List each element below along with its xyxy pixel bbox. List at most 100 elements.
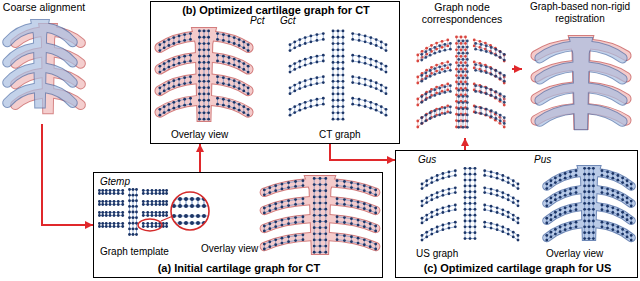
graph-node — [316, 82, 319, 85]
graph-node — [165, 203, 168, 206]
graph-node — [375, 60, 378, 63]
graph-node — [319, 239, 322, 242]
graph-node — [183, 104, 186, 107]
graph-node — [517, 204, 520, 207]
graph-node — [474, 208, 477, 211]
graph-node — [155, 214, 158, 217]
graph-node — [304, 85, 307, 88]
graph-node — [364, 40, 367, 43]
graph-node — [155, 200, 158, 203]
cartilage-graph — [98, 188, 168, 236]
rib-outline — [7, 88, 34, 103]
graph-node — [313, 226, 316, 229]
graph-node — [158, 108, 161, 111]
graph-node — [105, 211, 108, 214]
graph-node — [298, 103, 301, 106]
graph-node — [172, 101, 175, 104]
graph-node — [350, 186, 353, 189]
graph-node — [287, 235, 290, 238]
graph-node — [336, 197, 339, 200]
rib-outline — [160, 36, 197, 48]
graph-node — [507, 211, 510, 214]
graph-node — [162, 189, 165, 192]
graph-node — [375, 81, 378, 84]
graph-node — [441, 189, 444, 192]
graph-node — [336, 202, 339, 205]
graph-node — [337, 111, 340, 114]
graph-node — [298, 60, 301, 63]
graph-node — [132, 222, 135, 225]
graph-node — [228, 99, 231, 102]
graph-node — [322, 81, 325, 84]
graph-node — [128, 227, 131, 230]
graph-node — [302, 179, 305, 182]
graph-node — [374, 225, 377, 228]
graph-node — [454, 169, 457, 172]
graph-node — [380, 46, 383, 49]
graph-node — [121, 192, 124, 195]
graph-node — [448, 227, 451, 230]
graph-node — [207, 30, 210, 33]
graph-node — [332, 93, 335, 96]
graph-node — [343, 239, 346, 242]
sternum-outline — [31, 20, 49, 107]
rib-outline — [596, 189, 631, 203]
graph-node — [151, 214, 154, 217]
graph-node — [469, 220, 472, 223]
graph-node — [385, 65, 388, 68]
graph-node — [319, 245, 322, 248]
graph-node — [421, 222, 424, 225]
graph-node — [207, 48, 210, 51]
graph-node — [228, 78, 231, 81]
graph-node — [464, 214, 467, 217]
graph-node — [357, 201, 360, 204]
graph-node — [474, 179, 477, 182]
graph-node — [302, 197, 305, 200]
graph-node — [501, 226, 504, 229]
graph-node — [247, 65, 250, 68]
graph-node — [281, 183, 284, 186]
graph-node — [304, 64, 307, 67]
graph-node — [448, 192, 451, 195]
graph-node — [105, 222, 108, 225]
rib-outline — [547, 172, 582, 186]
graph-node — [135, 233, 138, 236]
graph-node — [385, 108, 388, 111]
graph-node — [313, 251, 316, 254]
rib-outline — [329, 201, 375, 211]
graph-node — [132, 227, 135, 230]
graph-node — [464, 220, 467, 223]
zoom-circle-ground — [171, 192, 209, 230]
rib-fill — [160, 36, 197, 48]
graph-node — [357, 242, 360, 245]
graph-node — [322, 38, 325, 41]
graph-node — [238, 44, 241, 47]
graph-node — [469, 225, 472, 228]
graph-node — [324, 226, 327, 229]
graph-node — [483, 174, 486, 177]
graph-node — [98, 200, 101, 203]
graph-node — [430, 216, 433, 219]
rib-fill — [596, 207, 631, 221]
graph-node — [385, 71, 388, 74]
graph-node — [113, 203, 116, 206]
graph-node — [304, 58, 307, 61]
graph-node — [113, 200, 116, 203]
graph-node — [385, 49, 388, 52]
graph-node — [342, 61, 345, 64]
graph-node — [113, 225, 116, 228]
graph-node — [316, 55, 319, 58]
graph-node — [172, 58, 175, 61]
graph-node — [242, 46, 245, 49]
graph-node — [464, 225, 467, 228]
graph-node — [512, 201, 515, 204]
graph-node — [421, 239, 424, 242]
graph-node — [358, 61, 361, 64]
graph-node — [436, 196, 439, 199]
graph-node — [313, 214, 316, 217]
graph-node — [309, 78, 312, 81]
graph-node — [117, 200, 120, 203]
graph-node — [469, 173, 472, 176]
zoom-node — [178, 204, 182, 208]
graph-node — [203, 111, 206, 114]
